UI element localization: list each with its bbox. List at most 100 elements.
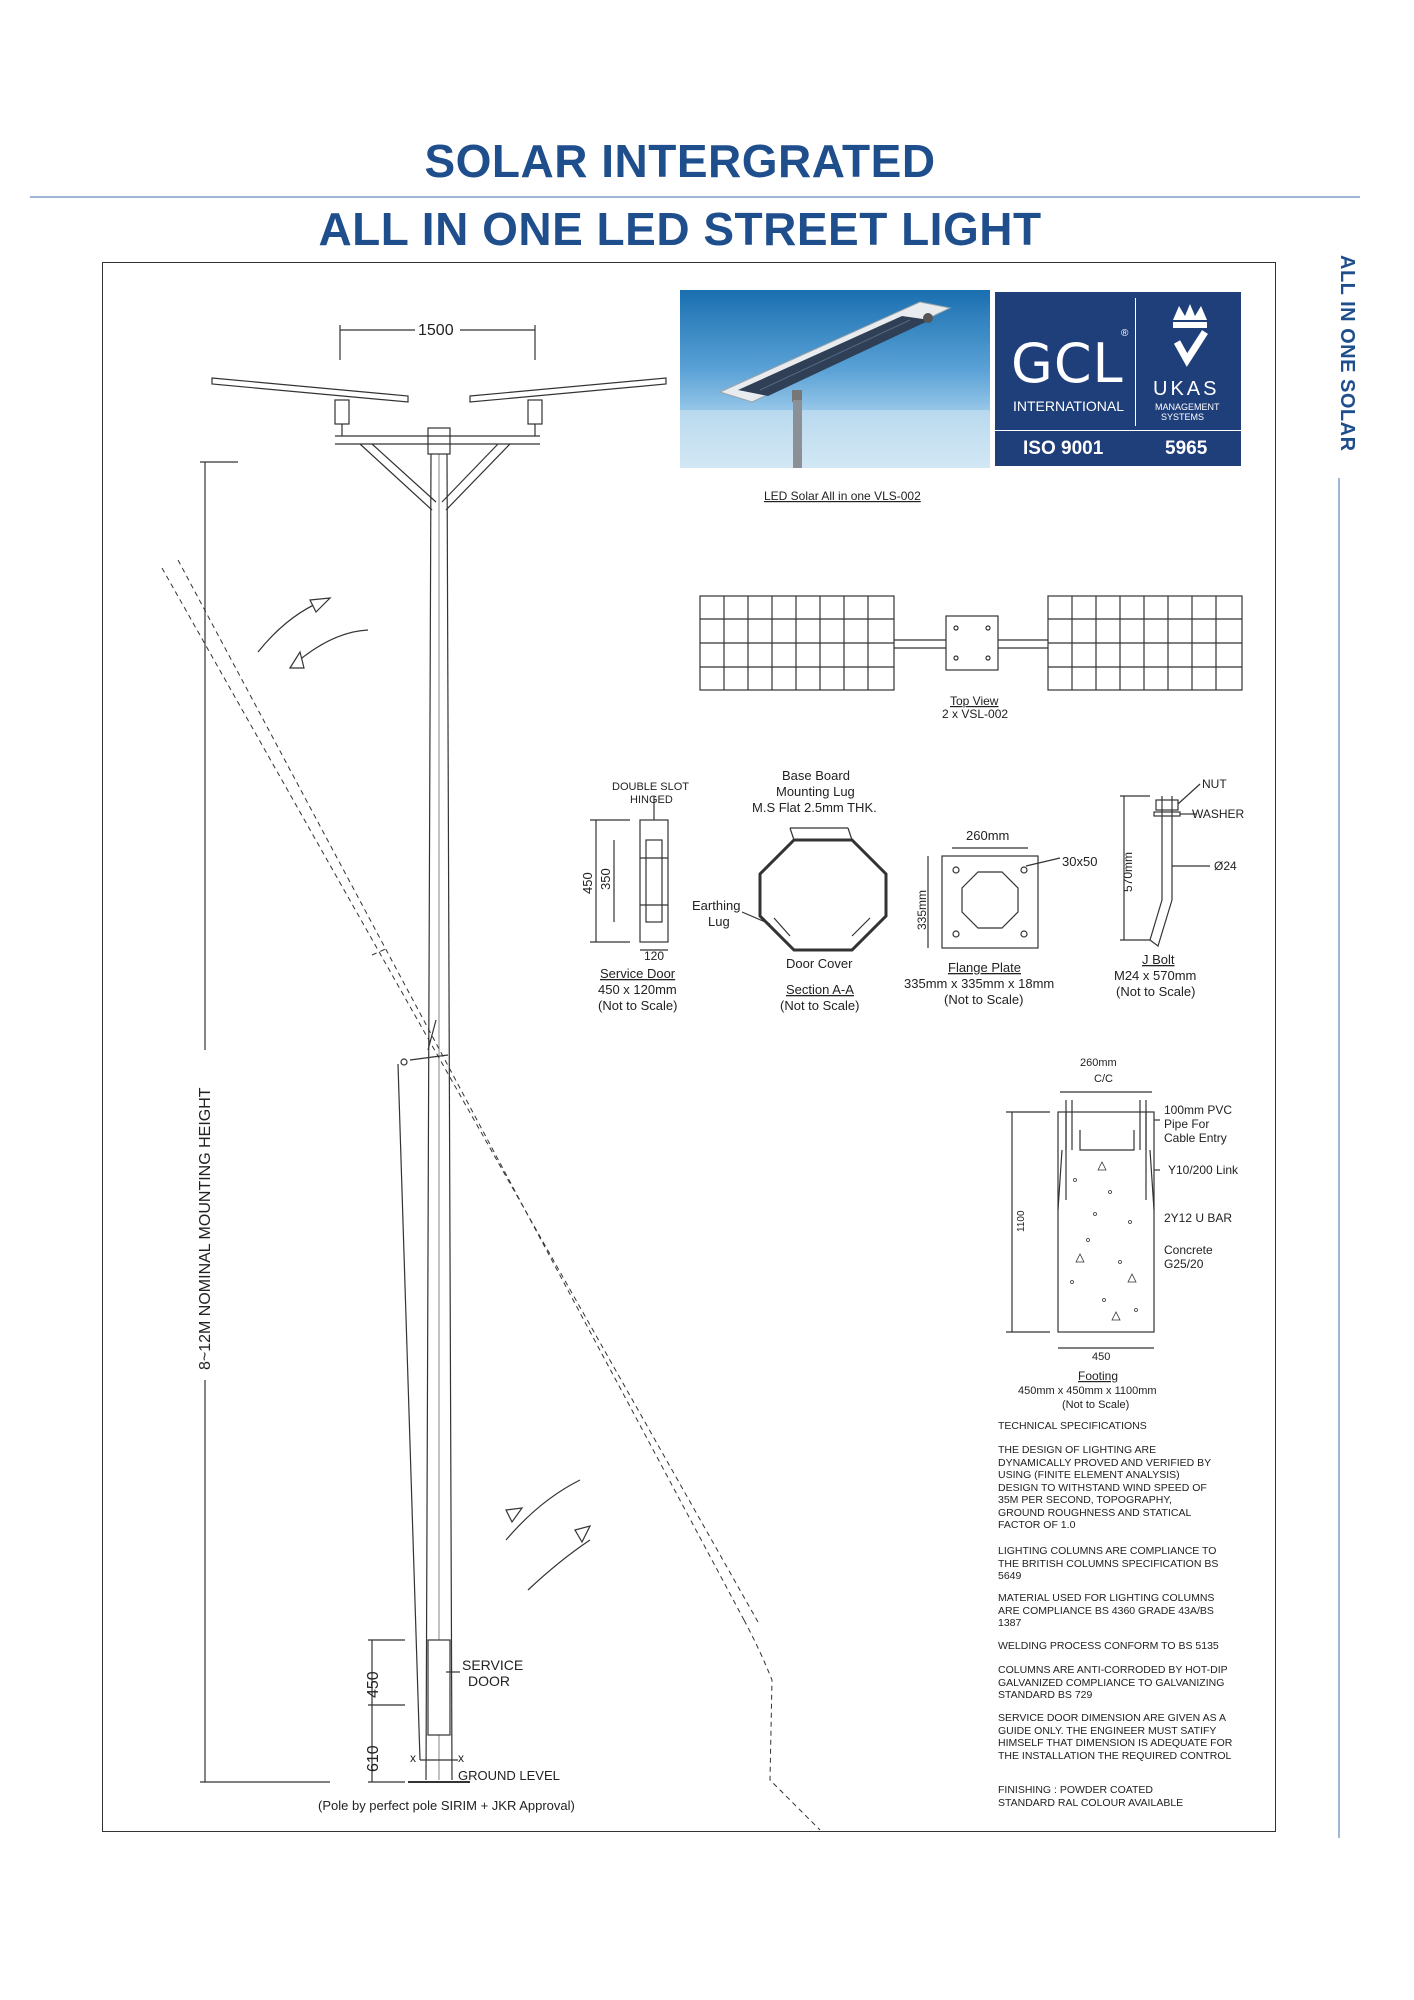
footing-dim-top: 260mm: [1080, 1057, 1117, 1069]
arm-span-dimension: 1500: [339, 322, 536, 360]
footing-dim-cc: C/C: [1094, 1073, 1113, 1085]
service-door-size: 450 x 120mm: [598, 982, 677, 997]
footing-concrete-1: Concrete: [1164, 1243, 1213, 1257]
arm-span-label: 1500: [418, 322, 454, 339]
iso-text: ISO 9001: [1023, 438, 1104, 459]
section-head-3: M.S Flat 2.5mm THK.: [752, 800, 877, 815]
door-dim-width: 120: [644, 949, 664, 963]
base-dim-label: 610: [365, 1745, 382, 1772]
rotation-arrow-upper: [257, 597, 369, 669]
jbolt-title: J Bolt: [1142, 952, 1175, 967]
certification-logo: GCL ® INTERNATIONAL UKAS MANAGEMENT SYST…: [993, 290, 1243, 468]
service-door-scale: (Not to Scale): [598, 998, 677, 1013]
jbolt-length: 570mm: [1121, 852, 1135, 892]
top-view-sub: 2 x VSL-002: [942, 707, 1008, 721]
title-divider: [30, 196, 1360, 198]
section-head-1: Base Board: [782, 768, 850, 783]
gcl-text: GCL: [1011, 332, 1124, 395]
jbolt-size: M24 x 570mm: [1114, 968, 1196, 983]
section-aa-detail: [741, 827, 888, 952]
door-dim-label: 450: [365, 1671, 382, 1698]
service-door-title: Service Door: [600, 966, 676, 981]
footing-pvc-2: Pipe For: [1164, 1117, 1209, 1131]
jbolt-nut: NUT: [1202, 777, 1227, 791]
door-dim-inner: 350: [598, 868, 613, 890]
earthing-label-2: Lug: [708, 914, 730, 929]
spec-heading: TECHNICAL SPECIFICATIONS: [998, 1420, 1147, 1432]
footing-scale: (Not to Scale): [1062, 1399, 1129, 1411]
flange-scale: (Not to Scale): [944, 992, 1023, 1007]
footing-dim-height: 1100: [1016, 1210, 1027, 1232]
footing-dim-bottom: 450: [1092, 1351, 1110, 1363]
service-door-label-1: SERVICE: [462, 1657, 523, 1673]
drawing-frame: [102, 262, 1276, 1832]
flange-plate-detail: [927, 847, 1061, 949]
title-line-2: ALL IN ONE LED STREET LIGHT: [318, 203, 1042, 255]
spec-paragraph-3: MATERIAL USED FOR LIGHTING COLUMNS ARE C…: [998, 1592, 1215, 1629]
footing-pvc-1: 100mm PVC: [1164, 1103, 1232, 1117]
spec-paragraph-7: FINISHING : POWDER COATED STANDARD RAL C…: [998, 1784, 1184, 1809]
footing-pvc-3: Cable Entry: [1164, 1131, 1227, 1145]
gcl-sub: INTERNATIONAL: [1013, 398, 1124, 414]
flange-dim-side: 335mm: [915, 890, 929, 930]
solar-panel-left: [211, 377, 409, 425]
height-dimension: 8~12M NOMINAL MOUNTING HEIGHT: [197, 461, 330, 1783]
earthing-label-1: Earthing: [692, 898, 740, 913]
spec-paragraph-6: SERVICE DOOR DIMENSION ARE GIVEN AS A GU…: [998, 1712, 1233, 1762]
pole-arm: [335, 424, 540, 511]
pole-approval-note: (Pole by perfect pole SIRIM + JKR Approv…: [318, 1798, 575, 1813]
side-rule: [1338, 478, 1340, 1838]
jbolt-washer: WASHER: [1192, 807, 1245, 821]
footing-detail: [1006, 1091, 1160, 1349]
service-door-label-2: DOOR: [468, 1673, 510, 1689]
photo-caption: LED Solar All in one VLS-002: [764, 489, 921, 503]
section-mark-right: x: [458, 1751, 464, 1765]
ground-level-label: GROUND LEVEL: [458, 1768, 560, 1783]
spec-paragraph-4: WELDING PROCESS CONFORM TO BS 5135: [998, 1640, 1219, 1652]
side-label: ALL IN ONE SOLAR: [1336, 255, 1358, 452]
tilted-pole-outline: [161, 559, 821, 1831]
crown-icon: [1173, 304, 1208, 367]
door-dimension: 450 610: [365, 1639, 405, 1783]
door-cover-label: Door Cover: [786, 956, 853, 971]
flange-title: Flange Plate: [948, 960, 1021, 975]
top-view-panels: [699, 595, 1243, 691]
cert-number: 5965: [1165, 438, 1208, 459]
gcl-reg: ®: [1121, 328, 1129, 339]
footing-concrete-2: G25/20: [1164, 1257, 1204, 1271]
jbolt-scale: (Not to Scale): [1116, 984, 1195, 999]
pole-shaft: [408, 453, 470, 1783]
flange-dim-hole: 30x50: [1062, 854, 1097, 869]
top-view-title: Top View: [950, 694, 999, 708]
section-head-2: Mounting Lug: [776, 784, 855, 799]
door-head-2: HINGED: [630, 794, 673, 806]
footing-concrete-hatch: [1070, 1161, 1138, 1321]
footing-size: 450mm x 450mm x 1100mm: [1018, 1385, 1157, 1397]
spec-paragraph-5: COLUMNS ARE ANTI-CORRODED BY HOT-DIP GAL…: [998, 1664, 1228, 1701]
solar-panel-right: [469, 377, 667, 425]
spec-paragraph-1: THE DESIGN OF LIGHTING ARE DYNAMICALLY P…: [998, 1444, 1211, 1531]
section-aa-scale: (Not to Scale): [780, 998, 859, 1013]
jbolt-dia: Ø24: [1214, 859, 1237, 873]
flange-size: 335mm x 335mm x 18mm: [904, 976, 1054, 991]
footing-title: Footing: [1078, 1369, 1118, 1383]
door-head-1: DOUBLE SLOT: [612, 781, 689, 793]
hinged-pole-lower: [397, 1019, 449, 1761]
spec-paragraph-2: LIGHTING COLUMNS ARE COMPLIANCE TO THE B…: [998, 1545, 1219, 1582]
height-label: 8~12M NOMINAL MOUNTING HEIGHT: [197, 1087, 214, 1370]
footing-link: Y10/200 Link: [1168, 1163, 1239, 1177]
footing-ubar: 2Y12 U BAR: [1164, 1211, 1232, 1225]
product-photo-illustration: [680, 301, 990, 468]
section-mark-left: x: [410, 1751, 416, 1765]
ukas-text: UKAS: [1153, 378, 1220, 400]
service-door-detail: [590, 796, 669, 951]
rotation-arrow-lower: [505, 1479, 592, 1591]
product-photo: [680, 290, 990, 468]
title-line-1: SOLAR INTERGRATED: [424, 135, 936, 187]
section-aa-title: Section A-A: [786, 982, 854, 997]
ukas-sub-2: SYSTEMS: [1161, 412, 1205, 422]
flange-dim-top: 260mm: [966, 828, 1009, 843]
ukas-sub-1: MANAGEMENT: [1155, 402, 1220, 412]
j-bolt-detail: [1120, 783, 1210, 947]
